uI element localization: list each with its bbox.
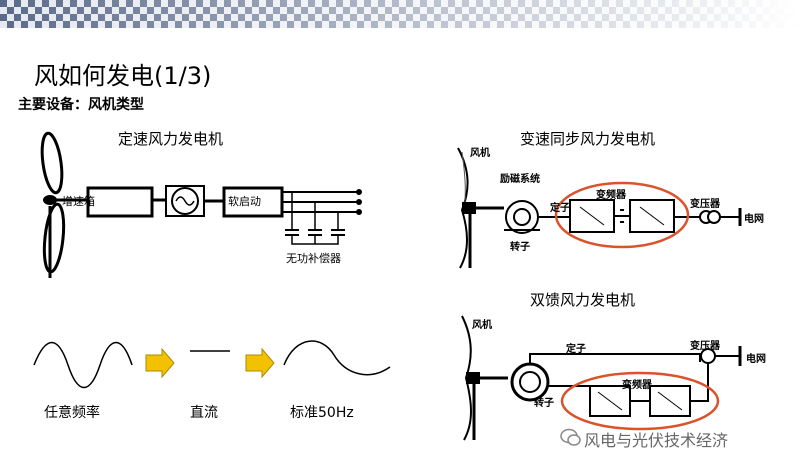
- vs-excitation-label: 励磁系统: [500, 174, 540, 185]
- watermark-text: 风电与光伏技术经济: [584, 431, 729, 450]
- vs-turbine-label: 风机: [470, 148, 490, 159]
- vs-stator-label: 定子: [550, 203, 570, 214]
- page-subtitle: 主要设备：风机类型: [18, 97, 144, 113]
- doubly-fed-title: 双馈风力发电机: [530, 291, 636, 309]
- sine-wave-50hz: [283, 340, 391, 376]
- doubly-fed-diagram: [461, 315, 742, 441]
- sine-wave-irregular: [33, 342, 133, 388]
- vs-grid-label: 电网: [744, 214, 764, 225]
- fixed-speed-diagram: [40, 131, 362, 278]
- df-stator-label: 定子: [566, 344, 586, 355]
- df-converter-label: 变频器: [622, 380, 652, 391]
- header-checker-pattern: [0, 0, 800, 28]
- variable-sync-diagram: [457, 147, 742, 269]
- gearbox-label: 增速箱: [62, 195, 95, 208]
- wechat-icon: [560, 428, 581, 446]
- vs-rotor-label: 转子: [510, 242, 530, 253]
- df-transformer-label: 变压器: [690, 341, 720, 352]
- capacitor-label: 无功补偿器: [286, 252, 341, 265]
- soft-start-label: 软启动: [228, 195, 261, 208]
- df-grid-label: 电网: [746, 354, 766, 365]
- page-title: 风如何发电(1/3): [34, 62, 212, 90]
- df-rotor-label: 转子: [534, 398, 554, 409]
- step-dc: 直流: [190, 405, 218, 421]
- step-any-frequency: 任意频率: [44, 405, 100, 421]
- fixed-speed-title: 定速风力发电机: [118, 130, 224, 148]
- frequency-conversion-diagram: [33, 340, 391, 388]
- df-turbine-label: 风机: [472, 320, 492, 331]
- arrow-icon: [145, 347, 175, 379]
- vs-converter-label: 变频器: [596, 190, 626, 201]
- arrow-icon: [245, 347, 275, 379]
- vs-transformer-label: 变压器: [690, 199, 720, 210]
- variable-sync-title: 变速同步风力发电机: [520, 130, 656, 148]
- step-standard-50hz: 标准50Hz: [290, 405, 354, 421]
